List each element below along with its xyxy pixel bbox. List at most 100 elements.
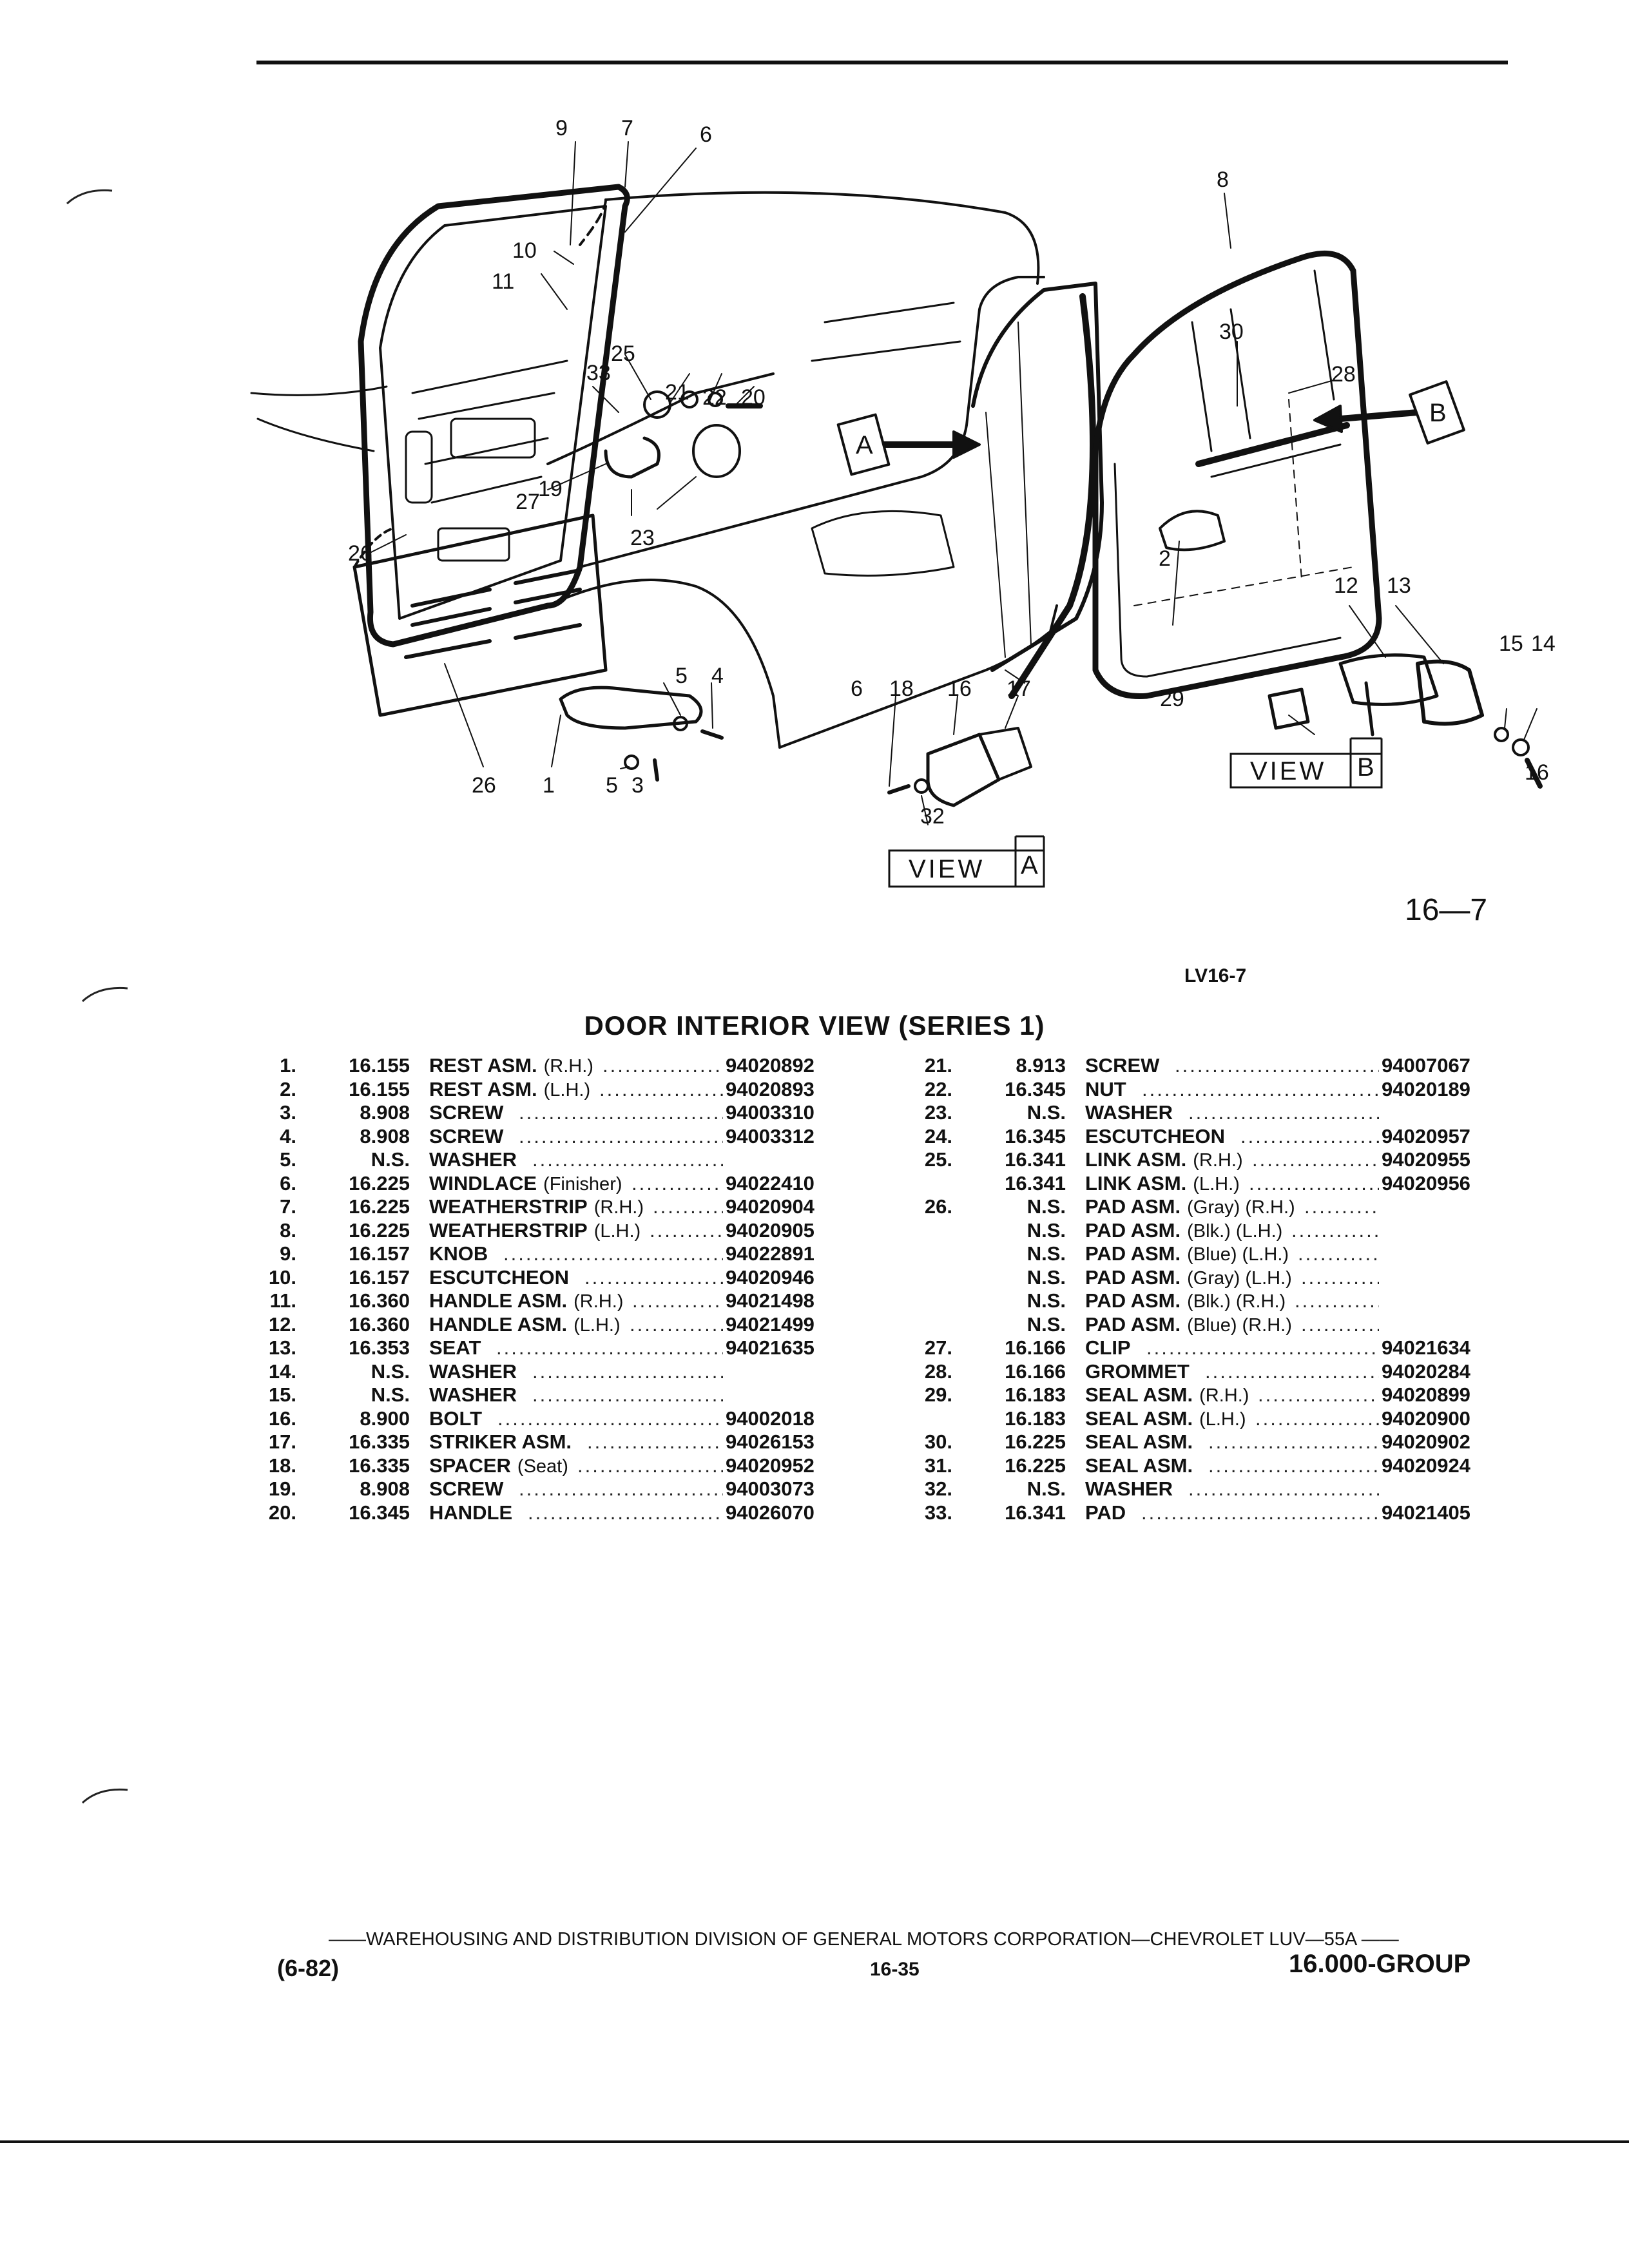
part-number: 94003310 — [726, 1101, 815, 1124]
callout-20: 19 — [538, 477, 563, 501]
item-number: 32. — [924, 1477, 952, 1500]
callout-12: 12 — [1334, 573, 1358, 598]
part-name: LINK ASM.(L.H.) — [1085, 1171, 1240, 1195]
parts-row: 10.16.157ESCUTCHEON.....................… — [258, 1266, 870, 1290]
leader-dots: ...................... — [584, 1265, 723, 1289]
item-number: 1. — [280, 1054, 296, 1077]
part-name: SCREW — [429, 1124, 504, 1148]
item-number: 19. — [268, 1477, 296, 1500]
section-title: DOOR INTERIOR VIEW (SERIES 1) — [584, 1010, 1045, 1041]
group-number: N.S. — [1027, 1312, 1066, 1336]
item-number: 25. — [924, 1148, 952, 1171]
footer-date: (6-82) — [277, 1955, 340, 1981]
callout-22: 21 — [665, 380, 689, 405]
part-number: 94020892 — [726, 1054, 815, 1077]
parts-row: N.S.PAD ASM.(Blue) (R.H.)............. — [914, 1313, 1526, 1337]
item-number: 15. — [268, 1383, 296, 1406]
part-name: REST ASM.(R.H.) — [429, 1054, 593, 1077]
leader-dots: ............... — [631, 1171, 723, 1195]
callout-33: 33 — [586, 361, 611, 385]
group-number: N.S. — [1027, 1195, 1066, 1218]
parts-row: 7.16.225WEATHERSTRIP(R.H.)...........940… — [258, 1195, 870, 1219]
part-name: KNOB — [429, 1242, 488, 1265]
part-name: SEAL ASM. — [1085, 1430, 1193, 1453]
group-number: 16.166 — [1005, 1360, 1066, 1383]
part-name: SEAT — [429, 1336, 481, 1359]
part-name: GROMMET — [1085, 1360, 1190, 1383]
callout-1: 1 — [543, 773, 555, 798]
leader-dots: .............................. — [532, 1360, 723, 1383]
leader-dots: .............................. — [1188, 1101, 1379, 1124]
part-number: 94007067 — [1382, 1054, 1470, 1077]
item-number: 33. — [924, 1501, 952, 1524]
parts-row: 6.16.225WINDLACE(Finisher)..............… — [258, 1172, 870, 1196]
callout-21: 20 — [741, 385, 766, 410]
part-number: 94020905 — [726, 1218, 815, 1242]
part-number: 94003073 — [726, 1477, 815, 1500]
leader-dots: ................................ — [519, 1101, 723, 1124]
footer-group: 16.000-GROUP — [1289, 1950, 1471, 1978]
parts-row: 14.N.S.WASHER...........................… — [258, 1360, 870, 1384]
part-number: 94026153 — [726, 1430, 815, 1453]
leader-dots: .................... — [599, 1077, 723, 1100]
leader-dots: .............................. — [532, 1148, 723, 1171]
leader-dots: ............. — [1301, 1312, 1379, 1336]
part-number: 94020900 — [1382, 1407, 1470, 1430]
part-number: 94020957 — [1382, 1124, 1470, 1148]
leader-dots: ............ — [650, 1218, 723, 1242]
part-number: 94020952 — [726, 1454, 815, 1477]
svg-text:VIEW: VIEW — [1250, 757, 1326, 785]
group-number: 16.157 — [349, 1242, 410, 1265]
group-number: 16.183 — [1005, 1383, 1066, 1406]
leader-dots: ................................ — [519, 1477, 723, 1500]
item-number: 16. — [268, 1407, 296, 1430]
callout-10: 10 — [512, 238, 537, 263]
callout-7: 7 — [621, 116, 633, 140]
group-number: 16.341 — [1005, 1171, 1066, 1195]
part-number: 94003312 — [726, 1124, 815, 1148]
leader-dots: .................................... — [496, 1336, 723, 1359]
margin-mark — [81, 986, 128, 1003]
callout-23: 22 — [702, 385, 727, 410]
callout-25: 25 — [611, 341, 635, 366]
item-number: 10. — [268, 1265, 296, 1289]
part-number: 94020899 — [1382, 1383, 1470, 1406]
part-name: WASHER — [429, 1148, 517, 1171]
part-name: WASHER — [429, 1360, 517, 1383]
parts-row: 24.16.345ESCUTCHEON.....................… — [914, 1125, 1526, 1149]
part-name: NUT — [1085, 1077, 1126, 1100]
group-number: 16.225 — [349, 1171, 410, 1195]
part-name: PAD — [1085, 1501, 1126, 1524]
top-rule — [256, 61, 1508, 64]
view-b-label: VIEW B — [1229, 737, 1383, 789]
leader-dots: ................... — [1258, 1383, 1379, 1406]
group-number: 8.908 — [360, 1101, 410, 1124]
leader-dots: ................................... — [497, 1407, 723, 1430]
group-number: N.S. — [1027, 1101, 1066, 1124]
callout-30: 29 — [1160, 687, 1184, 711]
callout-13: 13 — [1387, 573, 1411, 598]
part-name: WINDLACE(Finisher) — [429, 1171, 622, 1195]
parts-row: 26.N.S.PAD ASM.(Gray) (R.H.)............ — [914, 1195, 1526, 1219]
callout-32: 32 — [920, 804, 945, 829]
part-name: REST ASM.(L.H.) — [429, 1077, 591, 1100]
margin-mark — [81, 1788, 128, 1804]
leader-dots: ..................................... — [1146, 1336, 1379, 1359]
item-number: 17. — [268, 1430, 296, 1453]
leader-dots: ...................... — [587, 1430, 723, 1453]
part-number: 94020956 — [1382, 1171, 1470, 1195]
leader-dots: .............. — [1291, 1218, 1379, 1242]
part-name: WASHER — [1085, 1101, 1173, 1124]
leader-dots: ................................... — [503, 1242, 723, 1265]
group-number: 16.225 — [349, 1195, 410, 1218]
parts-row: 8.16.225WEATHERSTRIP(L.H.)............94… — [258, 1219, 870, 1243]
part-number: 94021635 — [726, 1336, 815, 1359]
callout-28: 27 — [516, 490, 540, 514]
parts-row: 3.8.908SCREW............................… — [258, 1101, 870, 1125]
